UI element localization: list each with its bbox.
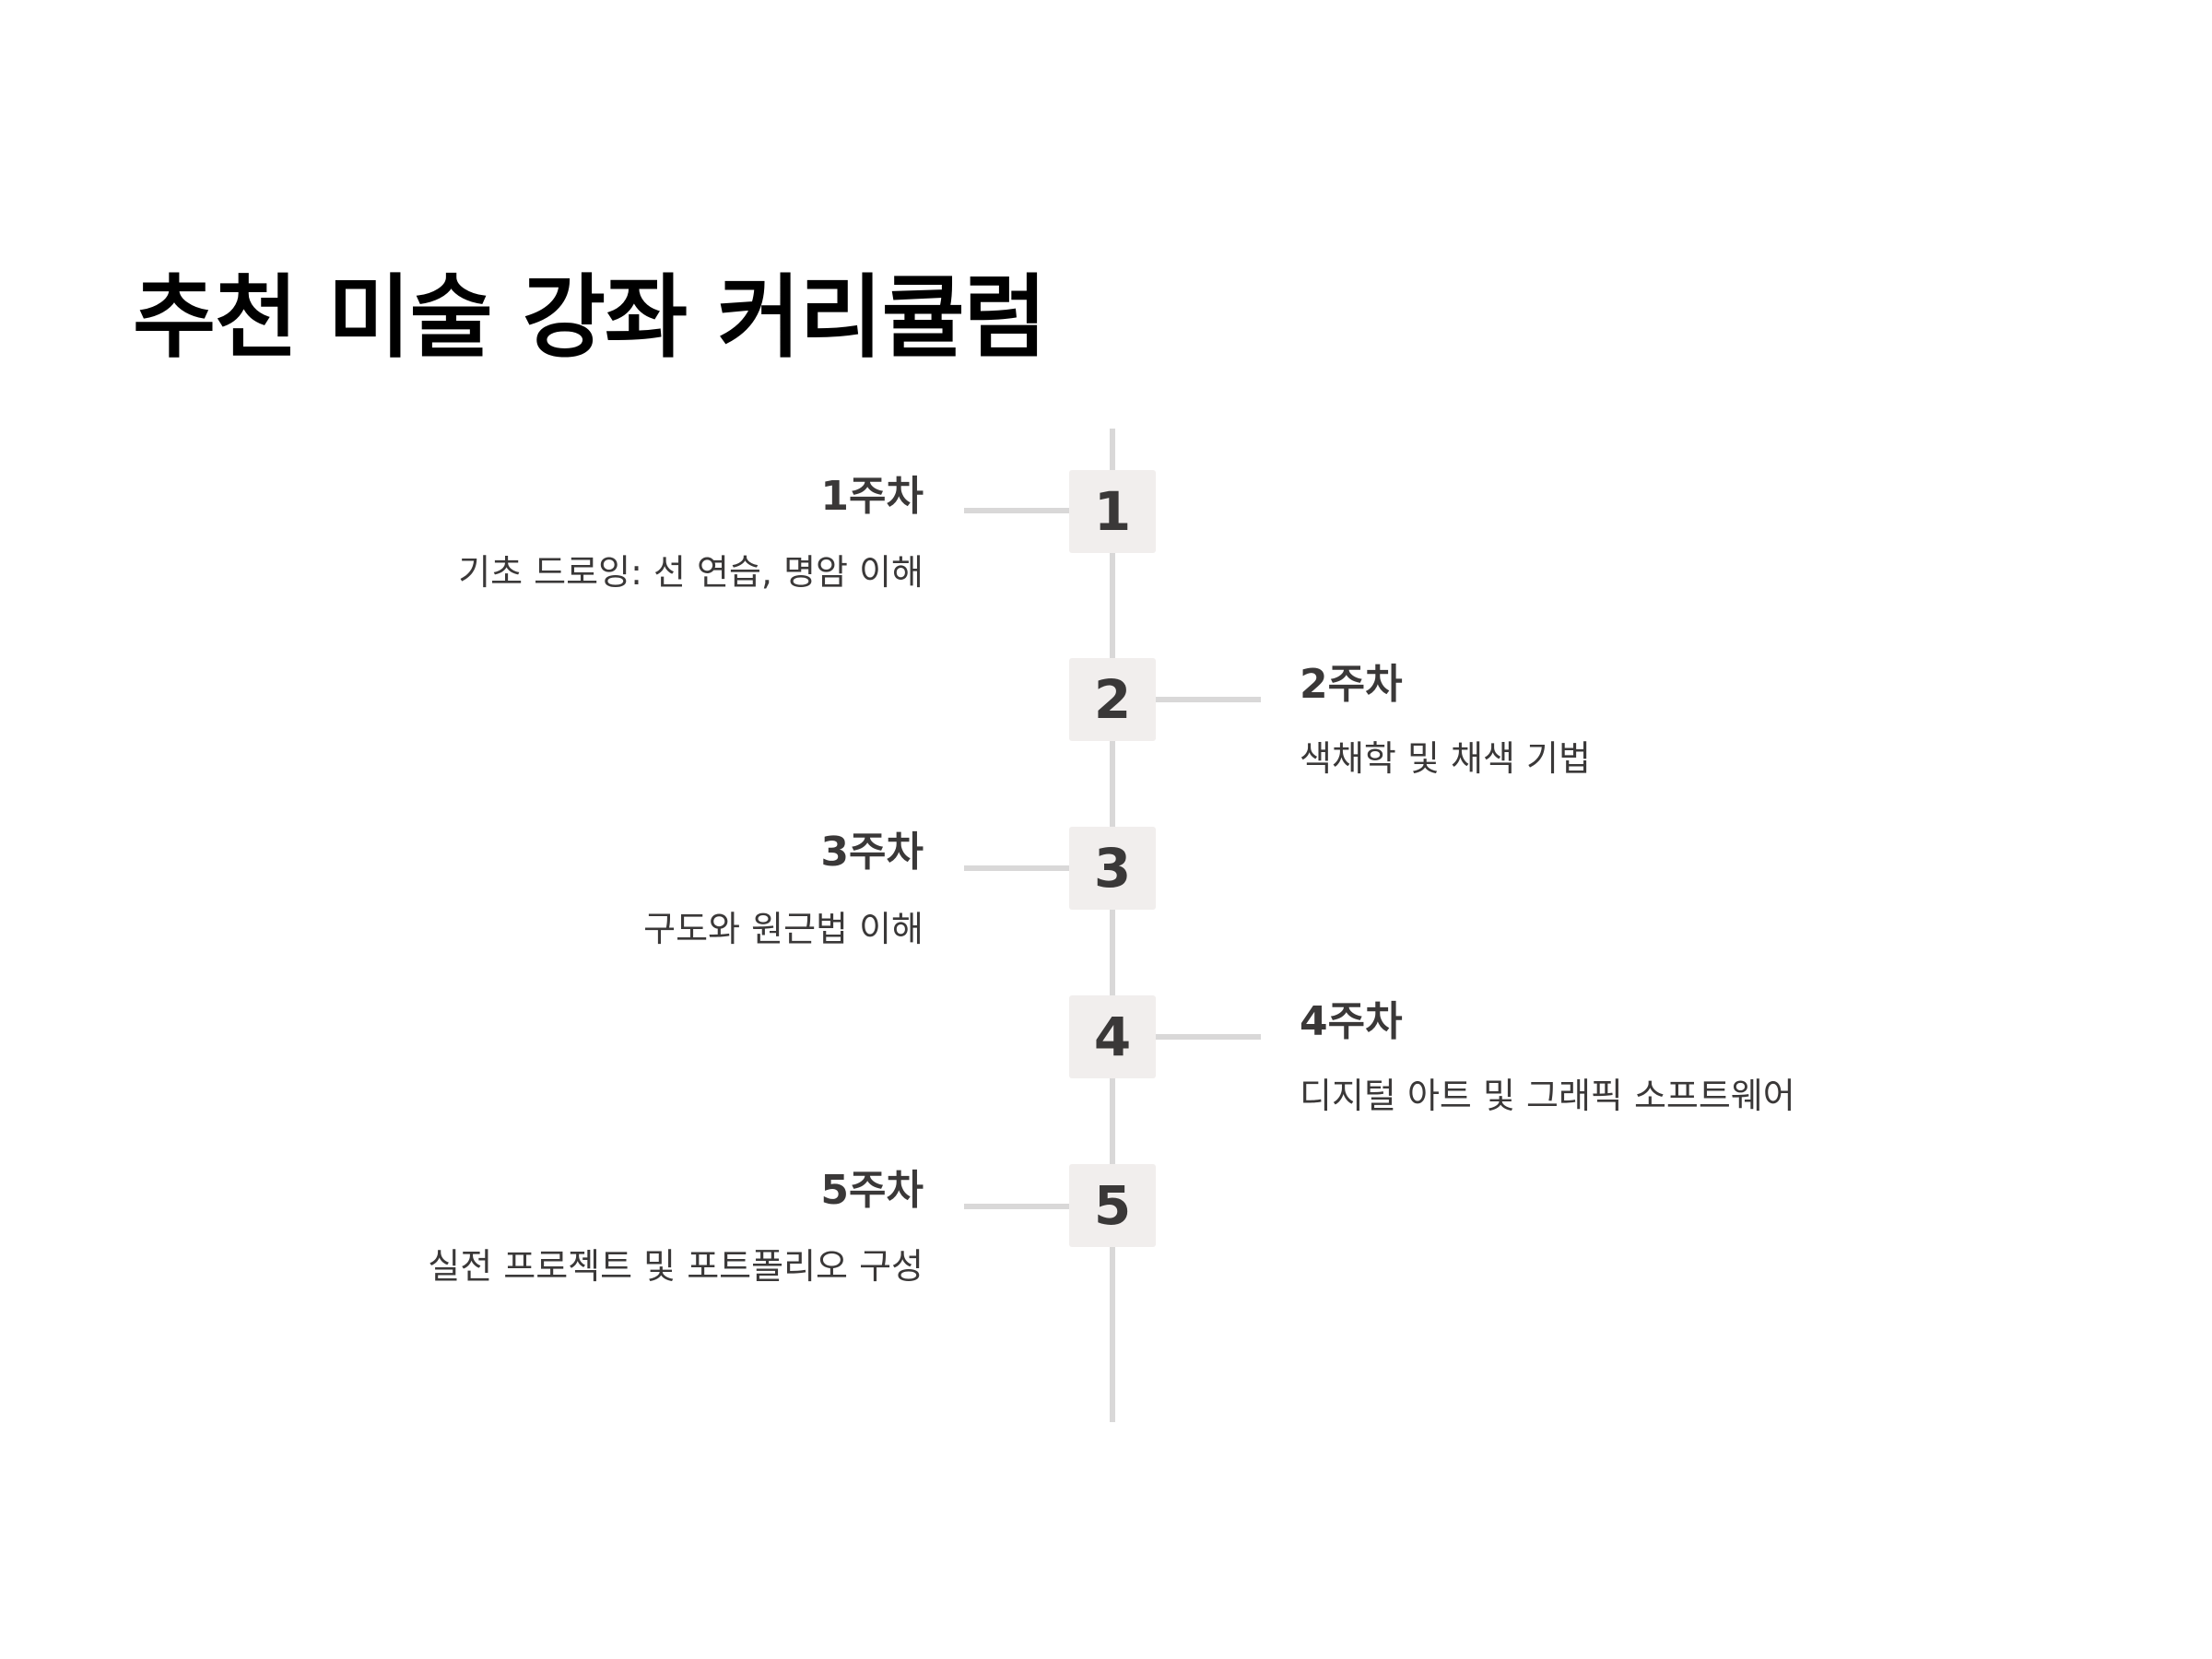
step-1-marker: 1	[1069, 470, 1156, 553]
step-2-description: 색채학 및 채색 기법	[1300, 738, 1591, 779]
step-5-description: 실전 프로젝트 및 포트폴리오 구성	[428, 1246, 924, 1287]
step-4-marker: 4	[1069, 995, 1156, 1078]
step-4-week: 4주차	[1300, 998, 1403, 1045]
timeline-axis	[1110, 429, 1115, 1422]
step-4-description: 디지털 아트 및 그래픽 소프트웨어	[1300, 1076, 1795, 1116]
connector-step-4	[1154, 1034, 1261, 1040]
step-1-description: 기초 드로잉: 선 연습, 명암 이해	[458, 552, 924, 593]
step-1-week: 1주차	[820, 473, 924, 520]
step-3-description: 구도와 원근법 이해	[643, 909, 924, 949]
step-2-week: 2주차	[1300, 661, 1403, 708]
step-5-week: 5주차	[820, 1167, 924, 1214]
step-2-marker: 2	[1069, 658, 1156, 741]
step-5-marker: 5	[1069, 1164, 1156, 1247]
page-title: 추천 미술 강좌 커리큘럼	[133, 265, 1047, 371]
step-3-marker: 3	[1069, 827, 1156, 910]
connector-step-3	[964, 865, 1071, 871]
connector-step-2	[1154, 697, 1261, 702]
step-3-week: 3주차	[820, 829, 924, 876]
connector-step-5	[964, 1204, 1071, 1209]
connector-step-1	[964, 508, 1071, 513]
